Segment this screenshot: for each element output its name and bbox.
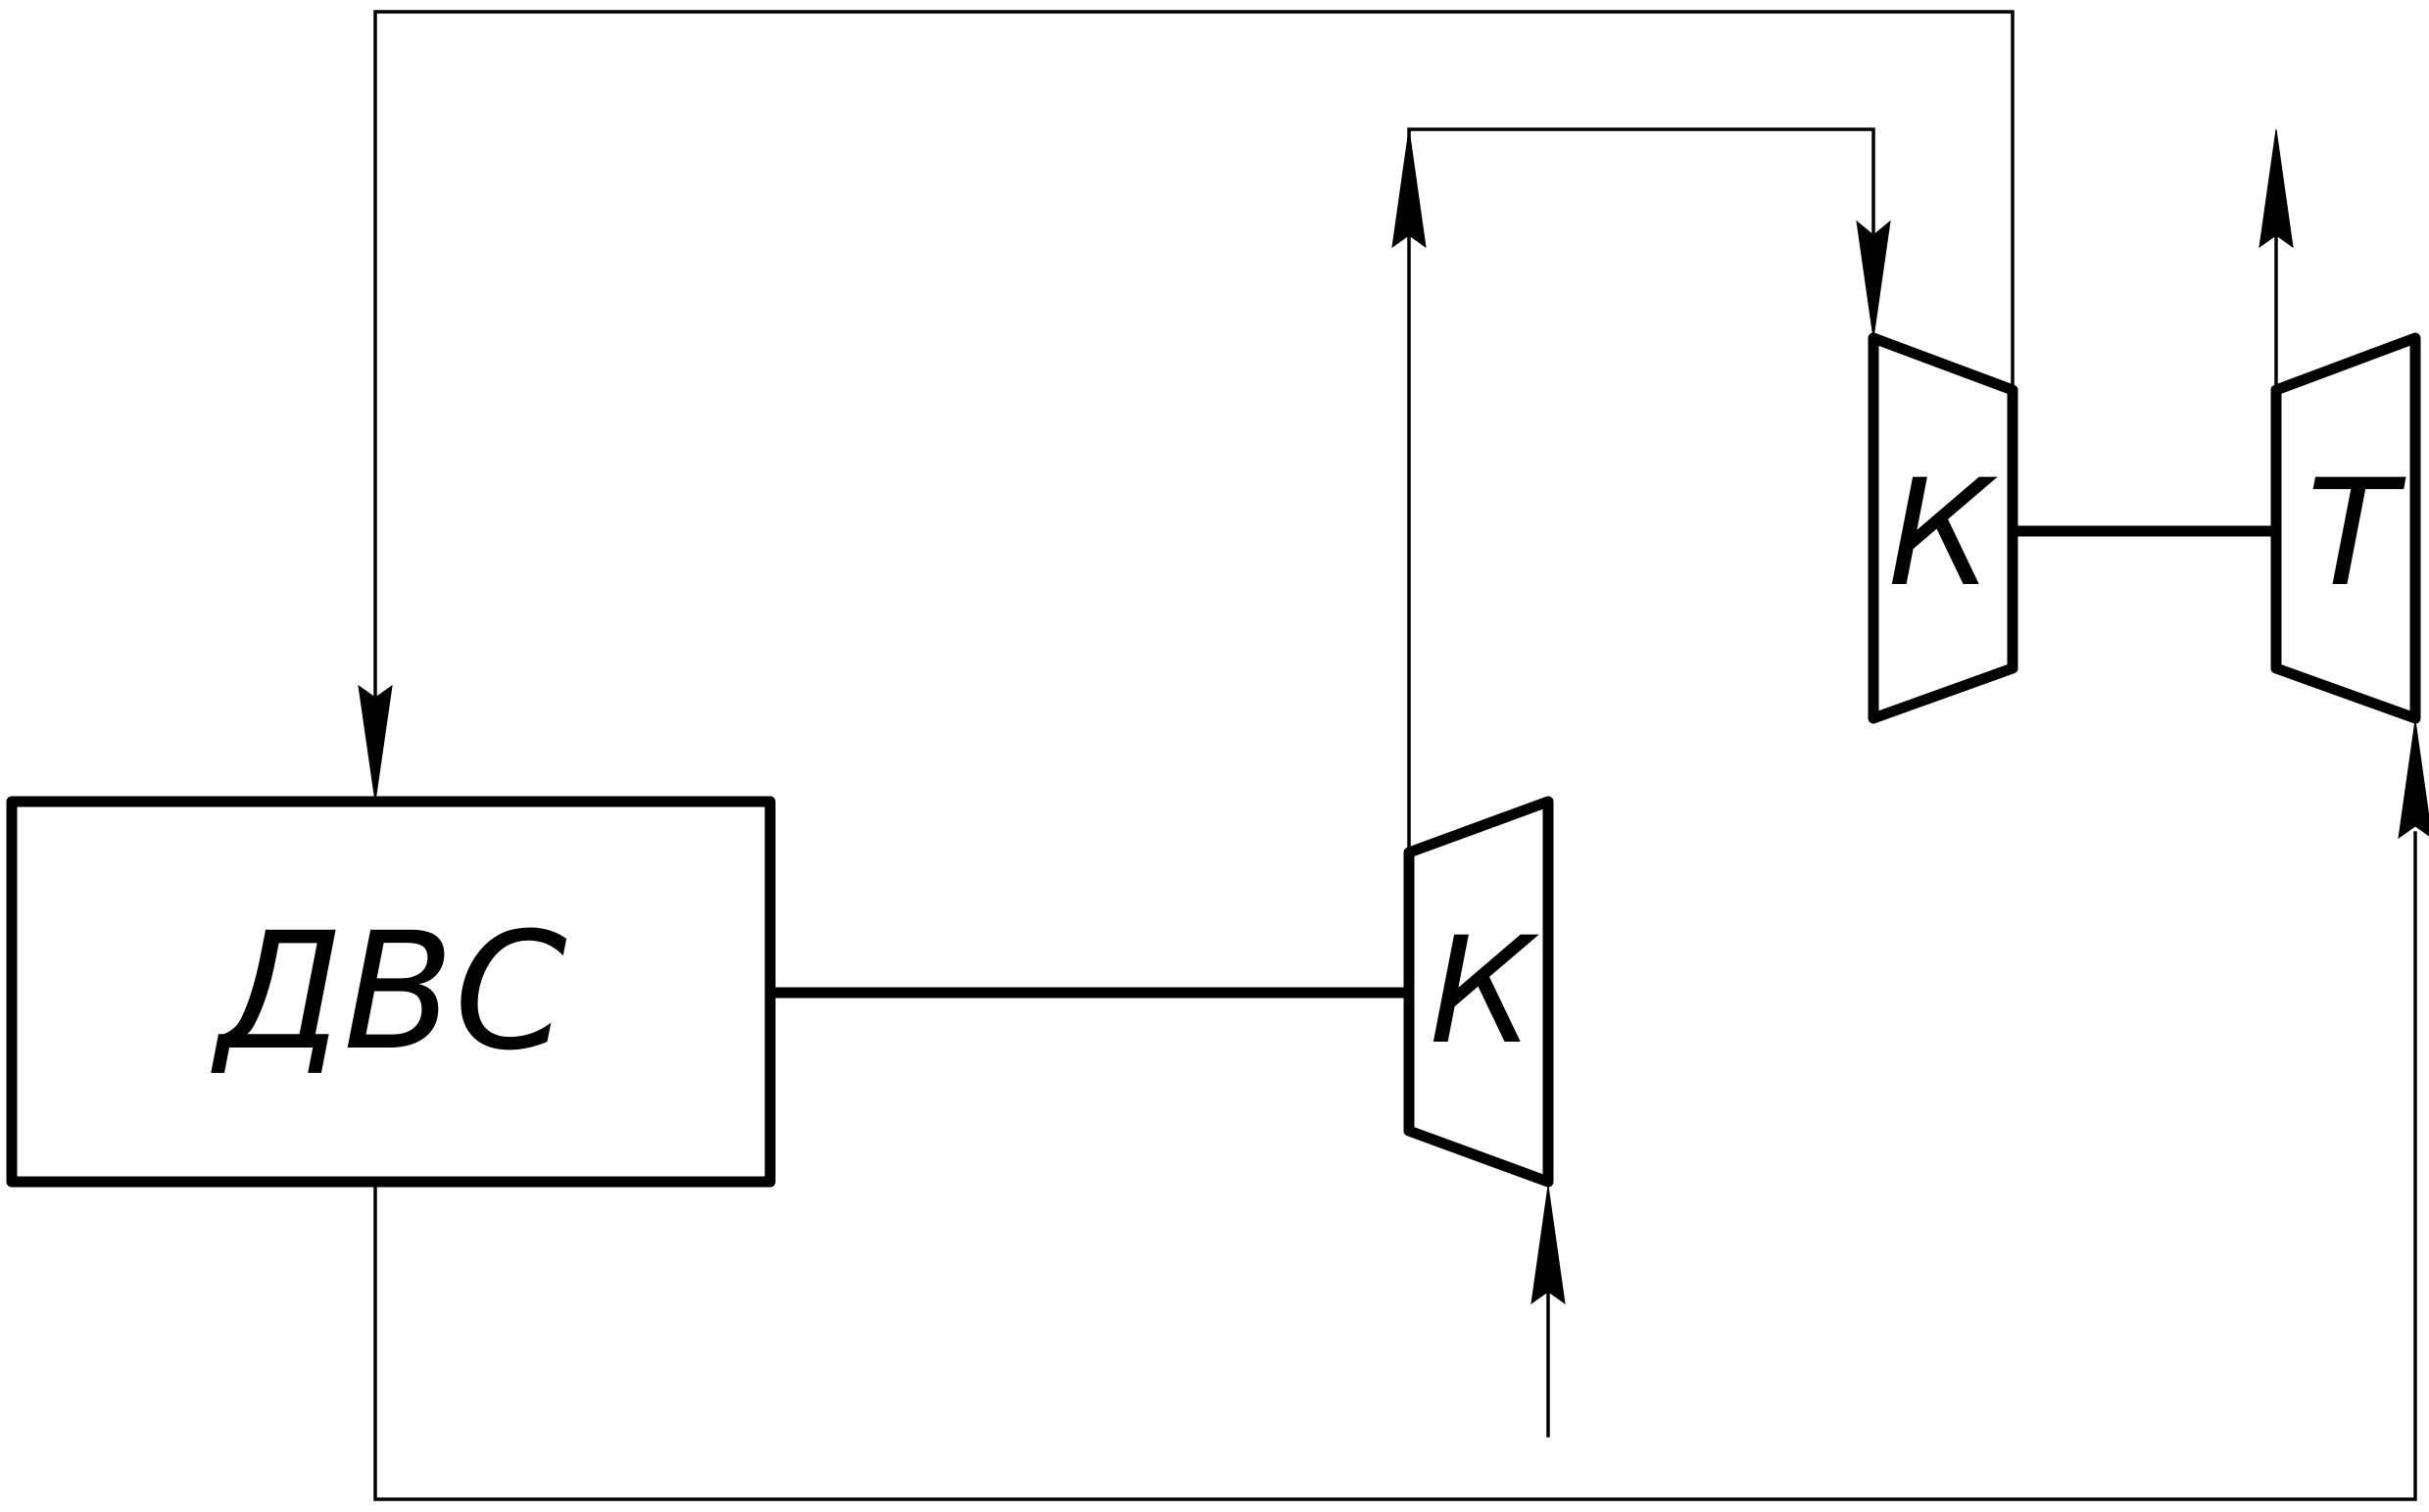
compressor-1 xyxy=(1403,796,1554,1188)
compressor-2-label: К xyxy=(1888,449,1998,619)
turbine xyxy=(2270,332,2421,724)
arrow-compressor2-inlet xyxy=(1856,219,1891,339)
arrow-turbine-inlet xyxy=(2398,719,2429,840)
exhaust-gas-line xyxy=(373,831,2417,1501)
arrow-air-inlet xyxy=(1530,1185,1566,1305)
intercompressor-line xyxy=(1407,127,1875,854)
compressor-2 xyxy=(1868,332,2018,724)
engine-block xyxy=(6,796,776,1188)
charge-air-line xyxy=(373,10,2015,747)
arrow-compressor1-outlet xyxy=(1391,128,1427,249)
compressor-1-label: К xyxy=(1430,906,1539,1077)
turbine-label: Т xyxy=(2307,449,2406,619)
arrow-turbine-outlet xyxy=(2259,128,2294,249)
engine-label: ДВС xyxy=(210,898,566,1086)
arrow-engine-intake xyxy=(358,684,393,803)
